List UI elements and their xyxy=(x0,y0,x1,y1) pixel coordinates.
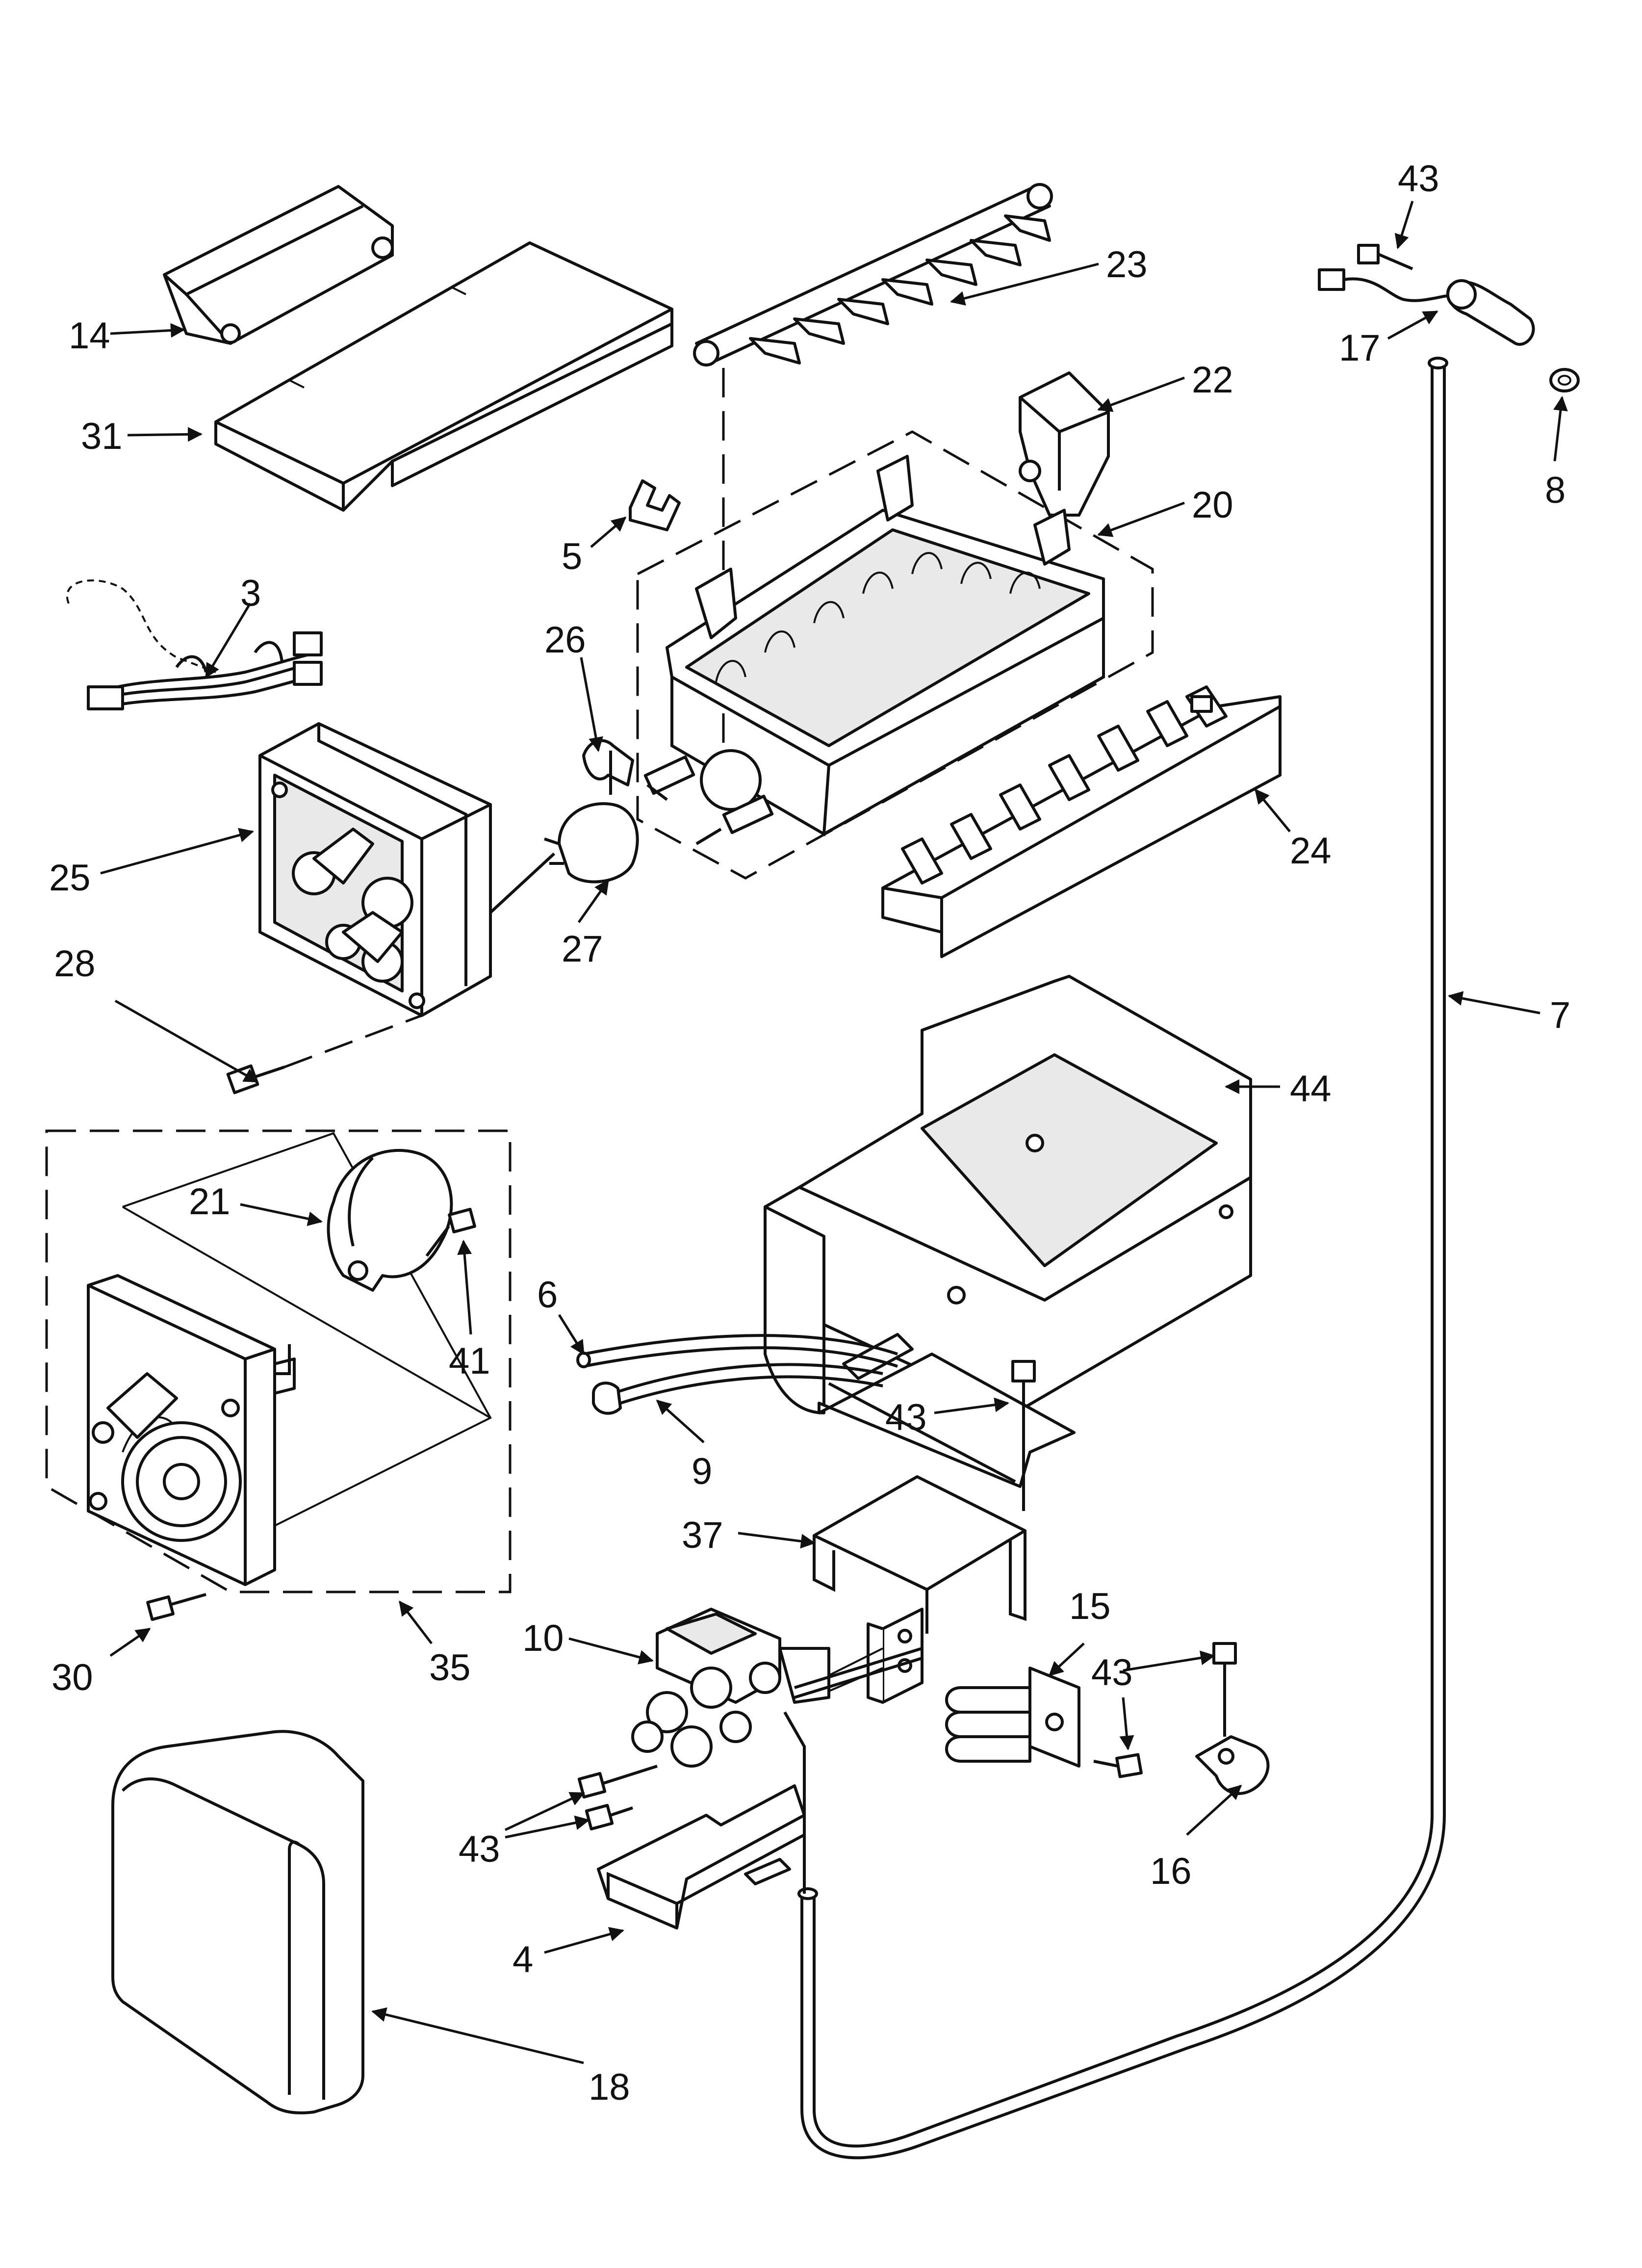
callout-20: 20 xyxy=(1192,484,1233,526)
part-6-tube xyxy=(576,1334,898,1368)
callout-25: 25 xyxy=(49,857,91,899)
callout-43-right: 43 xyxy=(1091,1652,1133,1694)
callout-30: 30 xyxy=(51,1657,93,1698)
callout-17: 17 xyxy=(1339,327,1381,369)
part-9-tube xyxy=(592,1363,883,1415)
callout-8: 8 xyxy=(1545,469,1565,511)
callout-43-top: 43 xyxy=(1398,158,1439,200)
part-10-valve xyxy=(631,1608,923,1894)
callout-41: 41 xyxy=(449,1340,490,1382)
part-21-motor xyxy=(327,1148,453,1292)
callout-16: 16 xyxy=(1150,1851,1192,1892)
callout-28: 28 xyxy=(54,943,96,985)
part-3-wire-harness xyxy=(66,579,323,710)
leader-lines xyxy=(100,201,1568,2064)
part-5-clip xyxy=(629,479,681,531)
callout-22: 22 xyxy=(1192,359,1233,401)
callout-7: 7 xyxy=(1550,994,1570,1036)
callout-44: 44 xyxy=(1290,1068,1332,1110)
part-26-clip xyxy=(582,739,634,795)
part-43-screw-top xyxy=(1357,244,1413,270)
callout-37: 37 xyxy=(682,1514,723,1556)
part-4-bracket xyxy=(597,1784,806,1929)
callout-21: 21 xyxy=(189,1181,231,1223)
callout-9: 9 xyxy=(692,1451,712,1492)
part-22-fill-cup xyxy=(1019,371,1110,517)
part-25-housing xyxy=(258,722,492,1017)
callout-4: 4 xyxy=(513,1939,533,1981)
part-16-clip xyxy=(1195,1735,1270,1795)
part-24-stripper xyxy=(881,685,1282,958)
part-15-clamp xyxy=(945,1667,1080,1768)
part-43-screw-15 xyxy=(1093,1753,1143,1778)
part-41-screw xyxy=(425,1207,476,1257)
callout-6: 6 xyxy=(537,1274,558,1316)
part-14-bracket xyxy=(163,185,394,345)
callout-18: 18 xyxy=(589,2066,630,2108)
callout-24: 24 xyxy=(1290,830,1332,872)
callout-43-lower: 43 xyxy=(459,1828,500,1870)
callout-35: 35 xyxy=(429,1647,471,1689)
callout-15: 15 xyxy=(1069,1586,1111,1627)
part-43-screw-middle xyxy=(1011,1360,1036,1511)
callout-10: 10 xyxy=(522,1617,564,1659)
callout-27: 27 xyxy=(562,928,603,970)
callout-43-middle: 43 xyxy=(885,1397,927,1438)
part-44-tray xyxy=(764,975,1252,1488)
part-30-screw xyxy=(146,1593,206,1621)
part-7-tube xyxy=(797,357,1448,2160)
callout-26: 26 xyxy=(544,619,586,661)
callout-3: 3 xyxy=(240,573,261,614)
part-35-motor-module xyxy=(45,1129,512,1593)
part-18-cover xyxy=(111,1730,364,2114)
part-27-plug xyxy=(489,802,639,914)
part-43-screws-lower xyxy=(577,1765,658,1831)
part-23-ejector xyxy=(693,183,1053,760)
callout-31: 31 xyxy=(81,416,123,457)
callout-14: 14 xyxy=(69,315,110,357)
part-8-grommet xyxy=(1549,368,1580,392)
part-35-base-plate xyxy=(87,1274,296,1586)
callout-23: 23 xyxy=(1106,244,1148,286)
part-31-shelf xyxy=(214,241,673,512)
part-17-sensor xyxy=(1318,268,1535,346)
part-43-screw-16 xyxy=(1212,1642,1237,1737)
part-37-bracket xyxy=(813,1475,1026,1704)
callout-5: 5 xyxy=(562,536,582,577)
part-20-mold xyxy=(636,430,1154,880)
callout-labels: 14 31 3 5 26 25 27 28 23 22 20 24 43 17 … xyxy=(49,158,1570,2108)
